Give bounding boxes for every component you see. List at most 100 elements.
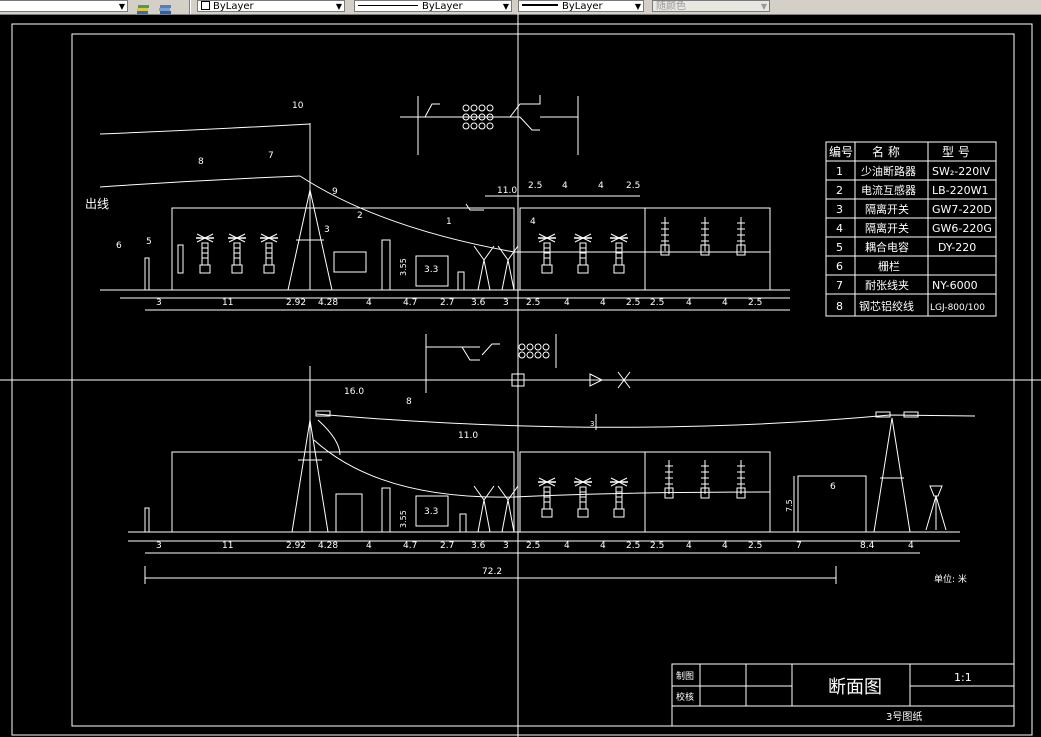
callout-8: 8 <box>406 397 412 407</box>
control-building <box>797 475 867 533</box>
svg-text:2.92: 2.92 <box>286 541 306 551</box>
chevron-down-icon: ▼ <box>335 2 342 11</box>
color-dropdown-tail[interactable]: ▼ <box>0 0 128 12</box>
svg-text:2.5: 2.5 <box>748 298 762 308</box>
a-frame-tower <box>287 189 333 291</box>
scale-value: 1:1 <box>954 671 972 684</box>
title-block: 制图 校核 断面图 1:1 3号图纸 <box>671 663 1015 727</box>
color-swatch-icon <box>201 1 210 10</box>
svg-text:3: 3 <box>156 298 162 308</box>
svg-text:2.5: 2.5 <box>526 541 540 551</box>
top-dim: 2.5 <box>528 181 542 191</box>
callout-1: 1 <box>446 217 452 227</box>
height-dim: 3.55 <box>399 510 408 528</box>
svg-text:4: 4 <box>564 298 570 308</box>
color-control-value: ByLayer <box>213 1 254 12</box>
svg-text:4: 4 <box>564 541 570 551</box>
svg-text:2: 2 <box>836 184 843 197</box>
layer-states-icon[interactable] <box>136 0 150 14</box>
sheet-size: 3号图纸 <box>886 710 922 723</box>
a-frame-tower <box>873 417 911 533</box>
gantry-frame <box>171 451 515 533</box>
linetype-control-dropdown[interactable]: ByLayer ▼ <box>354 0 512 12</box>
svg-text:7: 7 <box>796 541 802 551</box>
lineweight-control-value: ByLayer <box>562 1 603 12</box>
svg-text:钢芯铝绞线: 钢芯铝绞线 <box>859 299 914 313</box>
breaker-cabinet <box>415 495 449 527</box>
svg-text:2.7: 2.7 <box>440 541 454 551</box>
current-transformer <box>381 239 391 291</box>
svg-text:GW6-220G: GW6-220G <box>932 222 992 235</box>
crosshair-cursor <box>0 14 1041 737</box>
bottom-section <box>128 366 976 584</box>
color-control-dropdown[interactable]: ByLayer ▼ <box>197 0 345 12</box>
svg-text:11: 11 <box>222 298 233 308</box>
callout-11: 11.0 <box>458 431 478 441</box>
height-dim: 3.55 <box>399 258 408 276</box>
svg-text:NY-6000: NY-6000 <box>932 279 978 292</box>
svg-text:2.5: 2.5 <box>650 541 664 551</box>
svg-text:4: 4 <box>722 298 728 308</box>
svg-text:3.6: 3.6 <box>471 298 486 308</box>
callout-3: 3 <box>324 225 330 235</box>
callout-8: 8 <box>198 157 204 167</box>
svg-text:5: 5 <box>836 241 843 254</box>
svg-text:2.5: 2.5 <box>748 541 762 551</box>
callout-6: 6 <box>116 241 122 251</box>
svg-text:2.92: 2.92 <box>286 298 306 308</box>
callout-4: 4 <box>530 217 536 227</box>
callout-10: 10 <box>292 101 304 111</box>
svg-text:4: 4 <box>686 298 692 308</box>
svg-text:4: 4 <box>722 541 728 551</box>
svg-text:隔离开关: 隔离开关 <box>865 221 909 235</box>
svg-text:少油断路器: 少油断路器 <box>861 164 916 178</box>
svg-text:SW₂-220IV: SW₂-220IV <box>932 165 990 178</box>
bottom-dimension-row: 3 11 2.92 4.28 4 4.7 2.7 3.6 3 2.5 4 4 2… <box>156 541 967 585</box>
linetype-preview-icon <box>358 5 418 6</box>
svg-text:4: 4 <box>836 222 843 235</box>
svg-text:LGJ-800/100: LGJ-800/100 <box>930 303 985 313</box>
svg-text:8: 8 <box>836 300 843 313</box>
drawn-by-label: 制图 <box>676 670 694 682</box>
plotstyle-control-dropdown[interactable]: 随颜色 ▼ <box>652 0 770 12</box>
top-labels: 10 8 7 9 5 6 3 2 1 4 11.0 出线 2.5 4 4 2.5… <box>85 101 640 276</box>
svg-text:2.5: 2.5 <box>650 298 664 308</box>
svg-text:4.7: 4.7 <box>403 541 417 551</box>
lineweight-control-dropdown[interactable]: ByLayer ▼ <box>518 0 644 12</box>
top-section <box>99 123 790 311</box>
svg-text:2.5: 2.5 <box>626 541 640 551</box>
shield-wire <box>99 123 311 135</box>
top-schematic <box>400 95 579 155</box>
toolbar-separator <box>189 0 191 14</box>
callout-11: 11.0 <box>497 186 517 196</box>
top-dim: 4 <box>598 181 604 191</box>
layer-previous-icon[interactable] <box>158 0 172 14</box>
sag-dim: 3 <box>590 420 594 428</box>
drawing-title: 断面图 <box>828 677 882 698</box>
building-height: 7.5 <box>785 499 794 512</box>
outer-frame <box>11 23 1033 736</box>
svg-text:DY-220: DY-220 <box>938 241 976 254</box>
total-dim: 72.2 <box>482 567 502 577</box>
box-dim: 3.3 <box>424 507 438 517</box>
disconnect-switch <box>473 245 519 291</box>
svg-text:3.6: 3.6 <box>471 541 486 551</box>
building-dim: 6 <box>830 482 836 492</box>
legend-header-name: 名 称 <box>872 144 900 159</box>
incoming-conductor <box>99 175 301 188</box>
chevron-down-icon: ▼ <box>118 2 125 11</box>
callout-2: 2 <box>357 211 363 221</box>
svg-text:2.7: 2.7 <box>440 298 454 308</box>
disconnect-switch <box>473 485 519 533</box>
legend-header-no: 编号 <box>829 144 853 159</box>
svg-text:3: 3 <box>836 203 843 216</box>
svg-text:6: 6 <box>836 260 843 273</box>
svg-text:耦合电容: 耦合电容 <box>865 240 909 254</box>
middle-schematic <box>425 334 631 393</box>
a-frame-tower <box>291 419 329 533</box>
svg-text:3: 3 <box>503 541 509 551</box>
drawing-canvas[interactable]: 10 8 7 9 5 6 3 2 1 4 11.0 出线 2.5 4 4 2.5… <box>0 14 1041 737</box>
callout-5: 5 <box>146 237 152 247</box>
svg-text:隔离开关: 隔离开关 <box>865 202 909 216</box>
